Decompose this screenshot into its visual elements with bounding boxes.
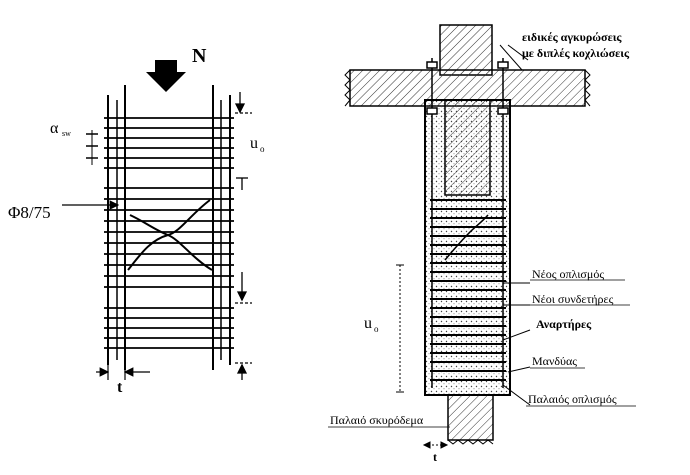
new-reinforcement-label: Νέος οπλισμός [532, 267, 604, 281]
anchor-label-line1: ειδικές αγκυρώσεις [522, 30, 622, 44]
load-label: N [192, 45, 207, 67]
right-thickness-dimension [422, 441, 449, 449]
spacing-label: α [50, 120, 59, 137]
jacket-label: Μανδύας [532, 354, 577, 368]
crack-lines [127, 199, 213, 271]
stirrup-label: Φ8/75 [8, 203, 51, 222]
new-stirrups-label: Νέοι συνδετήρες [532, 292, 614, 306]
old-reinforcement-label: Παλαιός οπλισμός [528, 392, 617, 406]
hangers-label: Αναρτήρες [536, 317, 592, 331]
column-outline [107, 85, 231, 370]
right-thickness-label: t [433, 450, 437, 464]
load-arrow [146, 60, 186, 92]
spacing-annotation: α sw [50, 120, 98, 165]
lower-column [447, 394, 494, 441]
anchors [426, 58, 509, 140]
inner-column [444, 99, 491, 196]
right-jacket-figure: u o t ειδικές αγκυρώσεις με διπλές κοχλι… [328, 24, 636, 464]
right-length-label: u [364, 315, 372, 332]
anchor-label-line2: με διπλές κοχλιώσεις [522, 46, 630, 60]
length-annotation [234, 92, 252, 380]
thickness-dimension [96, 365, 150, 380]
left-column-figure: N α sw [8, 45, 265, 396]
crack-line [444, 214, 489, 261]
old-concrete-label: Παλαιό σκυρόδεμα [330, 413, 424, 427]
longitudinal-bars [431, 140, 504, 388]
right-length-dimension [396, 264, 404, 393]
right-length-subscript: o [374, 324, 379, 334]
upper-column [439, 24, 493, 76]
spacing-subscript: sw [62, 129, 71, 138]
jacket-stirrups-group [430, 199, 506, 381]
length-label: u [250, 135, 258, 152]
thickness-label: t [117, 379, 123, 396]
length-subscript: o [260, 144, 265, 154]
stirrups-group [104, 117, 234, 349]
